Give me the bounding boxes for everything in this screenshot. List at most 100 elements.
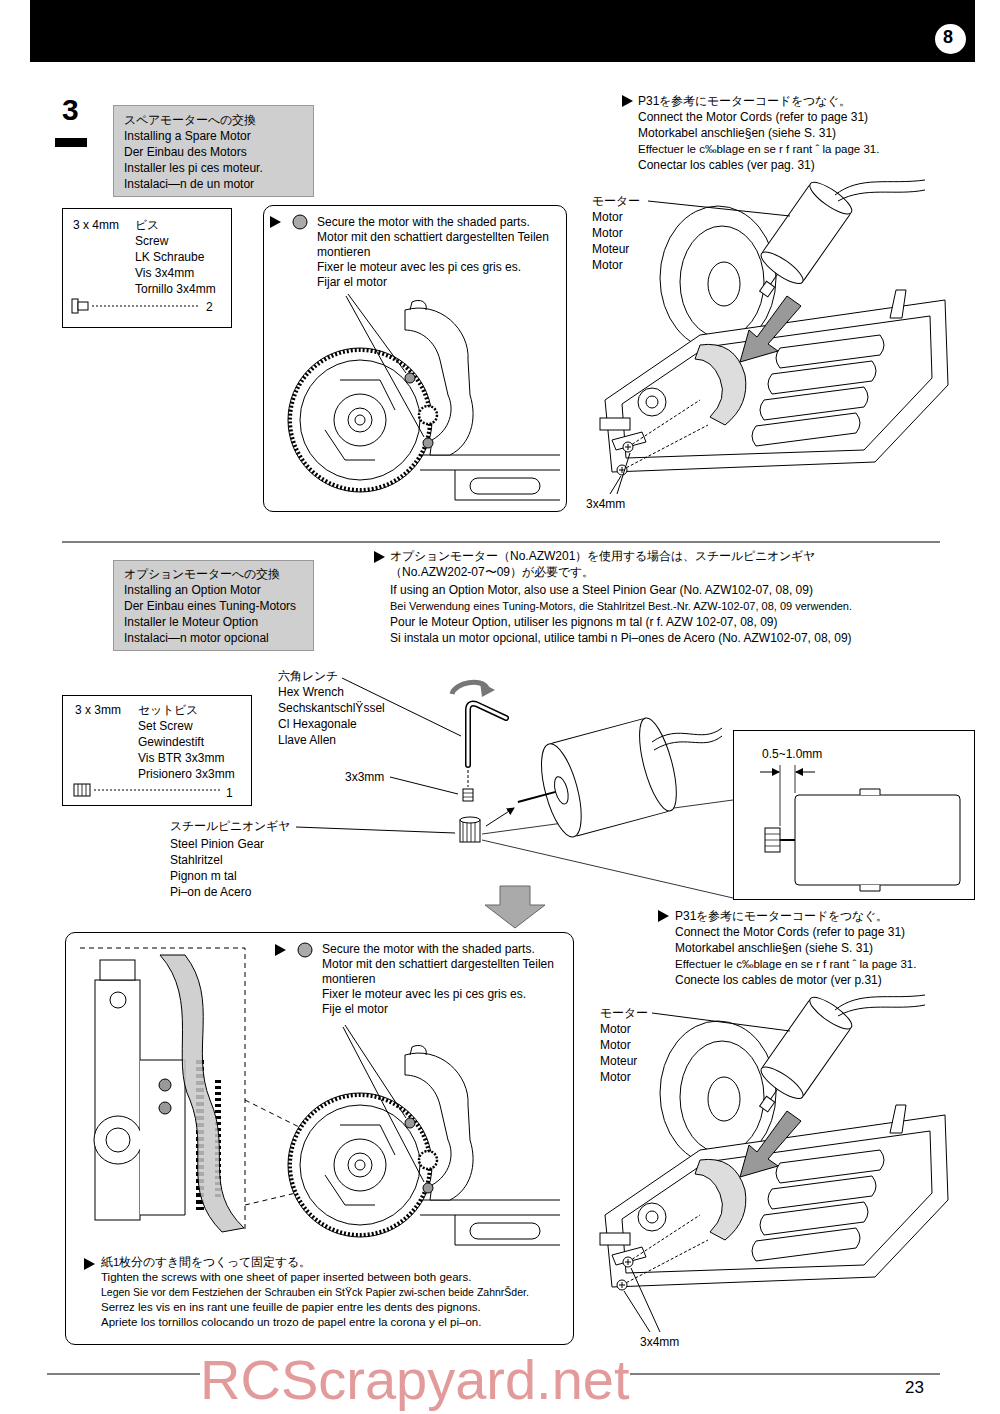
- watermark: RCScrapyard.net: [200, 1352, 630, 1408]
- title-box: オプションモーターへの交換Installing an Option MotorD…: [113, 560, 314, 651]
- text-stack: 8: [935, 25, 961, 49]
- title-box: スペアモーターへの交換Installing a Spare MotorDer E…: [113, 105, 314, 197]
- part-label: Steel Pinion Gear: [170, 836, 264, 852]
- instruction-note: If using an Option Motor, also use a Ste…: [390, 582, 813, 598]
- instruction-note: Si instala un motor opcional, utilice ta…: [390, 630, 852, 646]
- part-label: Pi–on de Acero: [170, 884, 251, 900]
- dimension-label: 0.5~1.0mm: [762, 746, 822, 762]
- instruction-note: Apriete los tornillos colocando un trozo…: [101, 1315, 569, 1330]
- instruction-note: Connect the Motor Cords (refer to page 3…: [638, 109, 868, 125]
- part-label: 3x4mm: [640, 1334, 679, 1350]
- instruction-note: オプションモーター（No.AZW201）を使用する場合は、スチールピニオンギヤ（…: [390, 548, 840, 580]
- part-label: SechskantschlŸssel: [278, 700, 385, 716]
- part-label: Motor: [600, 1037, 631, 1053]
- page-section-number: 8: [935, 25, 961, 49]
- inset-box: 0.5~1.0mm: [733, 730, 975, 900]
- instruction-note: 紙1枚分のすき間をつくって固定する。: [101, 1255, 569, 1270]
- part-label: Motor: [592, 225, 623, 241]
- part-label: Motor: [600, 1069, 631, 1085]
- part-label: Hex Wrench: [278, 684, 344, 700]
- part-label: Motor: [592, 257, 623, 273]
- part-size: 3 x 4mm: [73, 217, 119, 233]
- instruction-note: Connect the Motor Cords (refer to page 3…: [675, 924, 905, 940]
- part-label: Cl Hexagonale: [278, 716, 357, 732]
- step-title: Instalaci—n de un motor: [124, 176, 309, 192]
- instruction-text: Motor mit den schattiert dargestellten T…: [322, 957, 567, 987]
- part-size: 3 x 3mm: [75, 702, 121, 718]
- part-label: Motor: [592, 209, 623, 225]
- part-label: Llave Allen: [278, 732, 336, 748]
- page-number: 23: [905, 1380, 924, 1396]
- part-name: Vis BTR 3x3mm: [138, 750, 235, 766]
- part-name: Screw: [135, 233, 216, 249]
- instruction-text: Motor mit den schattiert dargestellten T…: [317, 230, 562, 260]
- instruction-note: P31を参考にモーターコードをつなぐ。: [638, 93, 851, 109]
- text-stack: Secure the motor with the shaded parts.M…: [317, 215, 562, 290]
- part-quantity: 1: [226, 785, 233, 801]
- text-stack: 3 x 3mm: [75, 702, 121, 718]
- instruction-note: Conecte los cables de motor (ver p.31): [675, 972, 882, 988]
- text-stack: セットビスSet ScrewGewindestiftVis BTR 3x3mmP…: [138, 702, 235, 782]
- part-name: ビス: [135, 217, 216, 233]
- instruction-note: Legen Sie vor dem Festziehen der Schraub…: [101, 1285, 569, 1300]
- part-label: モーター: [600, 1005, 648, 1021]
- text-stack: 0.5~1.0mm: [762, 746, 822, 762]
- instruction-note: Bei Verwendung eines Tuning-Motors, die …: [390, 598, 852, 614]
- part-quantity: 2: [206, 299, 213, 315]
- part-name: セットビス: [138, 702, 235, 718]
- step-title: Der Einbau des Motors: [124, 144, 309, 160]
- step-title: Installer le Moteur Option: [124, 614, 309, 630]
- instruction-box: Secure the motor with the shaded parts.M…: [65, 932, 574, 1345]
- part-label: 3x4mm: [586, 496, 625, 512]
- instruction-text: Fixer le moteur avec les pi ces gris es.: [317, 260, 562, 275]
- instruction-note: Conectar los cables (ver pag. 31): [638, 157, 815, 173]
- instruction-note: Tighten the screws with one sheet of pap…: [101, 1270, 569, 1285]
- step-title: スペアモーターへの交換: [124, 112, 309, 128]
- callout-circle: 8: [935, 24, 966, 54]
- part-name: LK Schraube: [135, 249, 216, 265]
- instruction-note: Motorkabel anschlie§en (siehe S. 31): [638, 125, 836, 141]
- instruction-text: Secure the motor with the shaded parts.: [317, 215, 562, 230]
- instruction-note: Effectuer le c‰blage en se r f rant ˆ la…: [675, 956, 916, 972]
- instruction-text: Secure the motor with the shaded parts.: [322, 942, 567, 957]
- part-label: Stahlritzel: [170, 852, 223, 868]
- step-title: Der Einbau eines Tuning-Motors: [124, 598, 309, 614]
- part-label: モーター: [592, 193, 640, 209]
- text-stack: 2: [206, 299, 213, 315]
- text-stack: Secure the motor with the shaded parts.M…: [322, 942, 567, 1017]
- part-label: Motor: [600, 1021, 631, 1037]
- step-title: オプションモーターへの交換: [124, 566, 309, 582]
- parts-box: 3 x 4mm ビスScrewLK SchraubeVis 3x4mmTornil…: [62, 208, 232, 328]
- part-name: Gewindestift: [138, 734, 235, 750]
- text-stack: 紙1枚分のすき間をつくって固定する。Tighten the screws wit…: [101, 1255, 569, 1330]
- step-number: 3: [62, 102, 79, 118]
- text-stack: ビスScrewLK SchraubeVis 3x4mmTornillo 3x4m…: [135, 217, 216, 297]
- instruction-text: Fijar el motor: [317, 275, 562, 290]
- part-name: Vis 3x4mm: [135, 265, 216, 281]
- part-label: Moteur: [600, 1053, 637, 1069]
- part-name: Set Screw: [138, 718, 235, 734]
- text-stack: 1: [226, 785, 233, 801]
- part-name: Tornillo 3x4mm: [135, 281, 216, 297]
- text-stack: オプションモーターへの交換Installing an Option MotorD…: [124, 566, 309, 646]
- step-title: Installer les pi ces moteur.: [124, 160, 309, 176]
- part-label: スチールピニオンギヤ: [170, 818, 290, 834]
- part-name: Prisionero 3x3mm: [138, 766, 235, 782]
- part-label: Moteur: [592, 241, 629, 257]
- part-label: 3x3mm: [345, 769, 384, 785]
- parts-box: 3 x 3mm セットビスSet ScrewGewindestiftVis BTR…: [62, 695, 252, 806]
- text-stack: スペアモーターへの交換Installing a Spare MotorDer E…: [124, 112, 309, 192]
- instruction-text: Fixer le moteur avec les pi ces gris es.: [322, 987, 567, 1002]
- instruction-text: Fije el motor: [322, 1002, 567, 1017]
- step-title: Installing a Spare Motor: [124, 128, 309, 144]
- instruction-note: Motorkabel anschlie§en (siehe S. 31): [675, 940, 873, 956]
- part-label: 六角レンチ: [278, 668, 338, 684]
- instruction-note: Serrez les vis en ins rant une feuille d…: [101, 1300, 569, 1315]
- instruction-note: Pour le Moteur Option, utiliser les pign…: [390, 614, 778, 630]
- instruction-box: Secure the motor with the shaded parts.M…: [263, 205, 567, 512]
- instruction-note: P31を参考にモーターコードをつなぐ。: [675, 908, 888, 924]
- part-label: Pignon m tal: [170, 868, 237, 884]
- text-stack: 3 x 4mm: [73, 217, 119, 233]
- step-title: Instalaci—n motor opcional: [124, 630, 309, 646]
